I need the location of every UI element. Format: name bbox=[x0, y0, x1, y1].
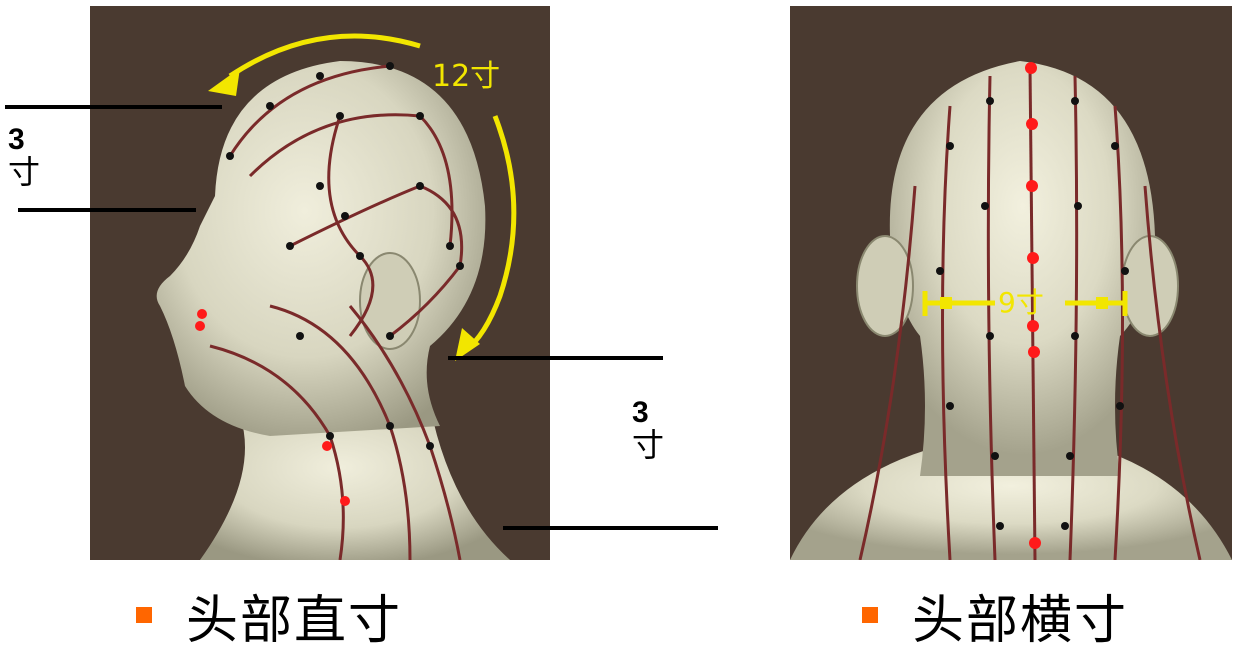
back-head-image: 9寸 bbox=[790, 6, 1232, 560]
acupoint-dots-back bbox=[936, 97, 1129, 530]
measure-end-left bbox=[940, 297, 952, 309]
lower-measure-label: 3 寸 bbox=[632, 396, 665, 464]
upper-marker-top-line bbox=[5, 105, 222, 109]
highlight-points bbox=[195, 309, 350, 506]
lower-marker-bottom-line bbox=[503, 526, 718, 530]
measure-end-right bbox=[1096, 297, 1108, 309]
side-head-illustration: 12寸 bbox=[156, 33, 517, 560]
highlight-points-back bbox=[1025, 62, 1041, 549]
span-label: 9寸 bbox=[998, 286, 1044, 319]
left-caption: 头部直寸 bbox=[136, 585, 402, 651]
arc-arrowhead-bottom bbox=[455, 328, 480, 361]
bullet-icon bbox=[862, 607, 878, 623]
back-head-illustration: 9寸 bbox=[790, 61, 1232, 560]
right-caption-text: 头部横寸 bbox=[912, 590, 1129, 651]
upper-marker-bottom-line bbox=[18, 208, 196, 212]
upper-measure-value: 3 bbox=[8, 123, 25, 156]
lower-marker-top-line bbox=[448, 356, 663, 360]
bullet-icon bbox=[136, 607, 152, 623]
lower-measure-value: 3 bbox=[632, 396, 649, 429]
measure-arc bbox=[228, 33, 517, 353]
left-caption-text: 头部直寸 bbox=[186, 590, 403, 651]
arc-label: 12寸 bbox=[432, 59, 500, 94]
acupoint-dots bbox=[226, 62, 464, 450]
meridian-lines-back bbox=[858, 65, 1202, 560]
side-head-image: 12寸 bbox=[90, 6, 550, 560]
upper-measure-label: 3 寸 bbox=[8, 123, 41, 191]
arc-arrowhead-left bbox=[208, 68, 240, 96]
upper-measure-unit: 寸 bbox=[8, 153, 41, 191]
lower-measure-unit: 寸 bbox=[632, 426, 665, 464]
right-caption: 头部横寸 bbox=[862, 585, 1128, 651]
horizontal-measure bbox=[922, 291, 1128, 316]
